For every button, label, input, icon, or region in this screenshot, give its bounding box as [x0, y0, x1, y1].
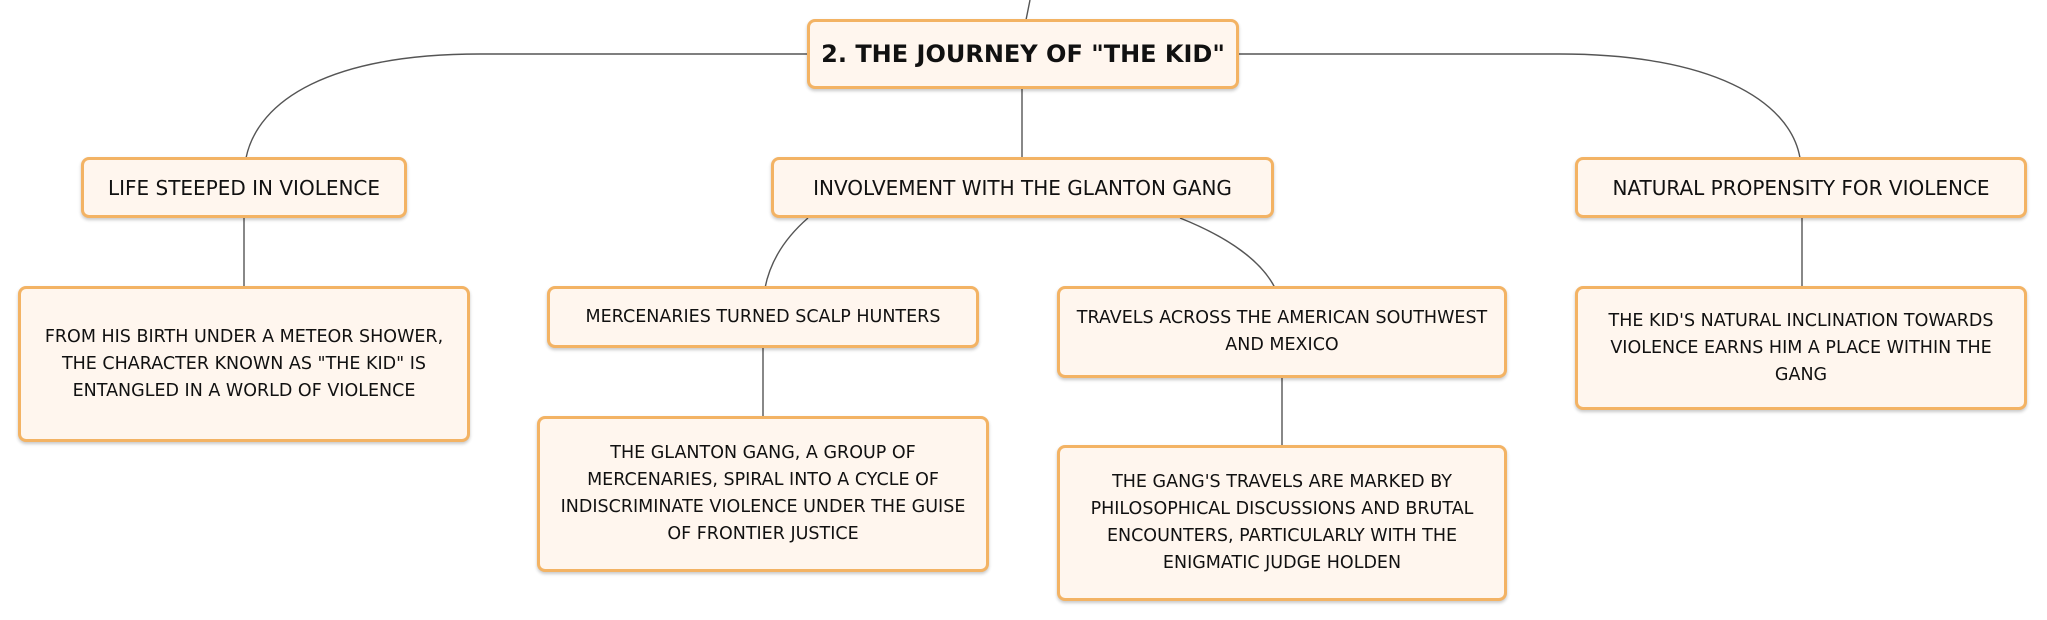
link-root-to-propensity	[1238, 53, 1801, 159]
link-glanton-to-travels	[1179, 217, 1276, 289]
node-glanton-gang-cycle-of-violence[interactable]: THE GLANTON GANG, A GROUP OF MERCENARIES…	[537, 416, 989, 572]
node-label: FROM HIS BIRTH UNDER A METEOR SHOWER, TH…	[44, 326, 444, 401]
node-label: INVOLVEMENT WITH THE GLANTON GANG	[813, 175, 1232, 200]
node-label: THE GANG'S TRAVELS ARE MARKED BY PHILOSO…	[1090, 472, 1474, 573]
node-label: THE GLANTON GANG, A GROUP OF MERCENARIES…	[560, 443, 966, 544]
node-label: THE KID'S NATURAL INCLINATION TOWARDS VI…	[1608, 310, 1994, 385]
link-glanton-to-mercenaries	[764, 217, 809, 289]
node-label: MERCENARIES TURNED SCALP HUNTERS	[585, 307, 941, 327]
node-life-steeped-in-violence[interactable]: LIFE STEEPED IN VIOLENCE	[81, 157, 407, 218]
node-label: TRAVELS ACROSS THE AMERICAN SOUTHWEST AN…	[1076, 308, 1488, 355]
root-label: 2. THE JOURNEY OF "THE KID"	[821, 40, 1225, 68]
node-involvement-with-glanton-gang[interactable]: INVOLVEMENT WITH THE GLANTON GANG	[771, 157, 1274, 218]
node-label: LIFE STEEPED IN VIOLENCE	[107, 175, 381, 200]
node-natural-propensity-for-violence[interactable]: NATURAL PROPENSITY FOR VIOLENCE	[1575, 157, 2027, 218]
node-travels-across-southwest[interactable]: TRAVELS ACROSS THE AMERICAN SOUTHWEST AN…	[1057, 286, 1507, 378]
node-kids-natural-inclination[interactable]: THE KID'S NATURAL INCLINATION TOWARDS VI…	[1575, 286, 2027, 410]
node-gang-travels-judge-holden[interactable]: THE GANG'S TRAVELS ARE MARKED BY PHILOSO…	[1057, 445, 1507, 601]
node-label: NATURAL PROPENSITY FOR VIOLENCE	[1612, 175, 1990, 200]
node-mercenaries-turned-scalp-hunters[interactable]: MERCENARIES TURNED SCALP HUNTERS	[547, 286, 979, 348]
node-birth-under-meteor-shower[interactable]: FROM HIS BIRTH UNDER A METEOR SHOWER, TH…	[18, 286, 470, 442]
link-parent-to-root	[1025, 0, 1031, 21]
root-node[interactable]: 2. THE JOURNEY OF "THE KID"	[807, 19, 1239, 89]
link-root-to-life-steeped	[245, 53, 808, 159]
